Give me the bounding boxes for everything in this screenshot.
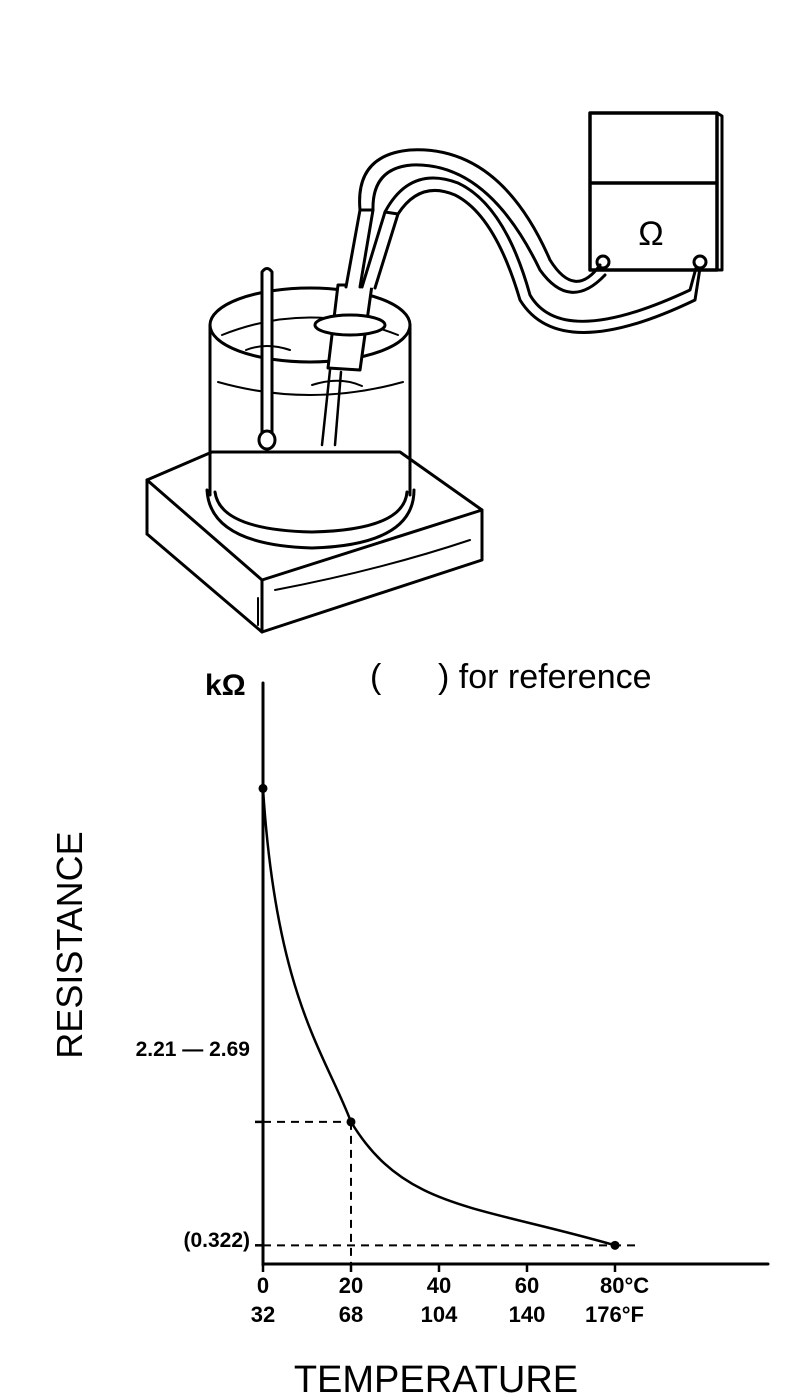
data-point-1 bbox=[346, 1117, 356, 1127]
x-tick-label-c-40: 40 bbox=[427, 1273, 451, 1298]
x-axis-title: TEMPERATURE bbox=[294, 1359, 578, 1400]
x-tick-label-c-80: 80°C bbox=[600, 1273, 649, 1298]
x-tick-label-c-60: 60 bbox=[515, 1273, 539, 1298]
x-tick-label-f-80: 176°F bbox=[585, 1302, 644, 1327]
y-tick-labels: 2.21 — 2.69 (0.322) bbox=[136, 1038, 250, 1252]
ohm-symbol: Ω bbox=[638, 215, 663, 253]
temperature-sensor bbox=[311, 283, 387, 447]
y-unit-label: kΩ bbox=[205, 669, 246, 702]
reference-guides bbox=[255, 1120, 639, 1264]
data-point-0 bbox=[258, 783, 268, 793]
x-tick-label-f-60: 140 bbox=[509, 1302, 546, 1327]
y-label-2-21-2-69: 2.21 — 2.69 bbox=[136, 1038, 250, 1061]
x-tick-label-f-40: 104 bbox=[421, 1302, 458, 1327]
thermometer bbox=[245, 267, 291, 451]
test-leads bbox=[344, 148, 702, 334]
reference-note: ( ) for reference bbox=[370, 658, 652, 696]
x-tick-label-f-20: 68 bbox=[339, 1302, 363, 1327]
ohmmeter: Ω bbox=[588, 111, 724, 272]
x-tick-labels: 0 32 20 68 40 104 60 140 80°C 176°F bbox=[251, 1264, 649, 1327]
test-setup-illustration: Ω bbox=[145, 111, 724, 634]
x-tick-label-c-0: 0 bbox=[257, 1273, 269, 1298]
data-point-2 bbox=[610, 1240, 620, 1250]
y-label-0-322: (0.322) bbox=[183, 1229, 250, 1252]
resistance-temperature-chart: kΩ ( ) for reference RESISTANCE TEMPERAT… bbox=[49, 658, 770, 1400]
resistance-curve bbox=[261, 787, 617, 1247]
x-tick-label-c-20: 20 bbox=[339, 1273, 363, 1298]
x-tick-label-f-0: 32 bbox=[251, 1302, 275, 1327]
data-points bbox=[258, 783, 620, 1250]
y-axis-title: RESISTANCE bbox=[49, 831, 90, 1058]
